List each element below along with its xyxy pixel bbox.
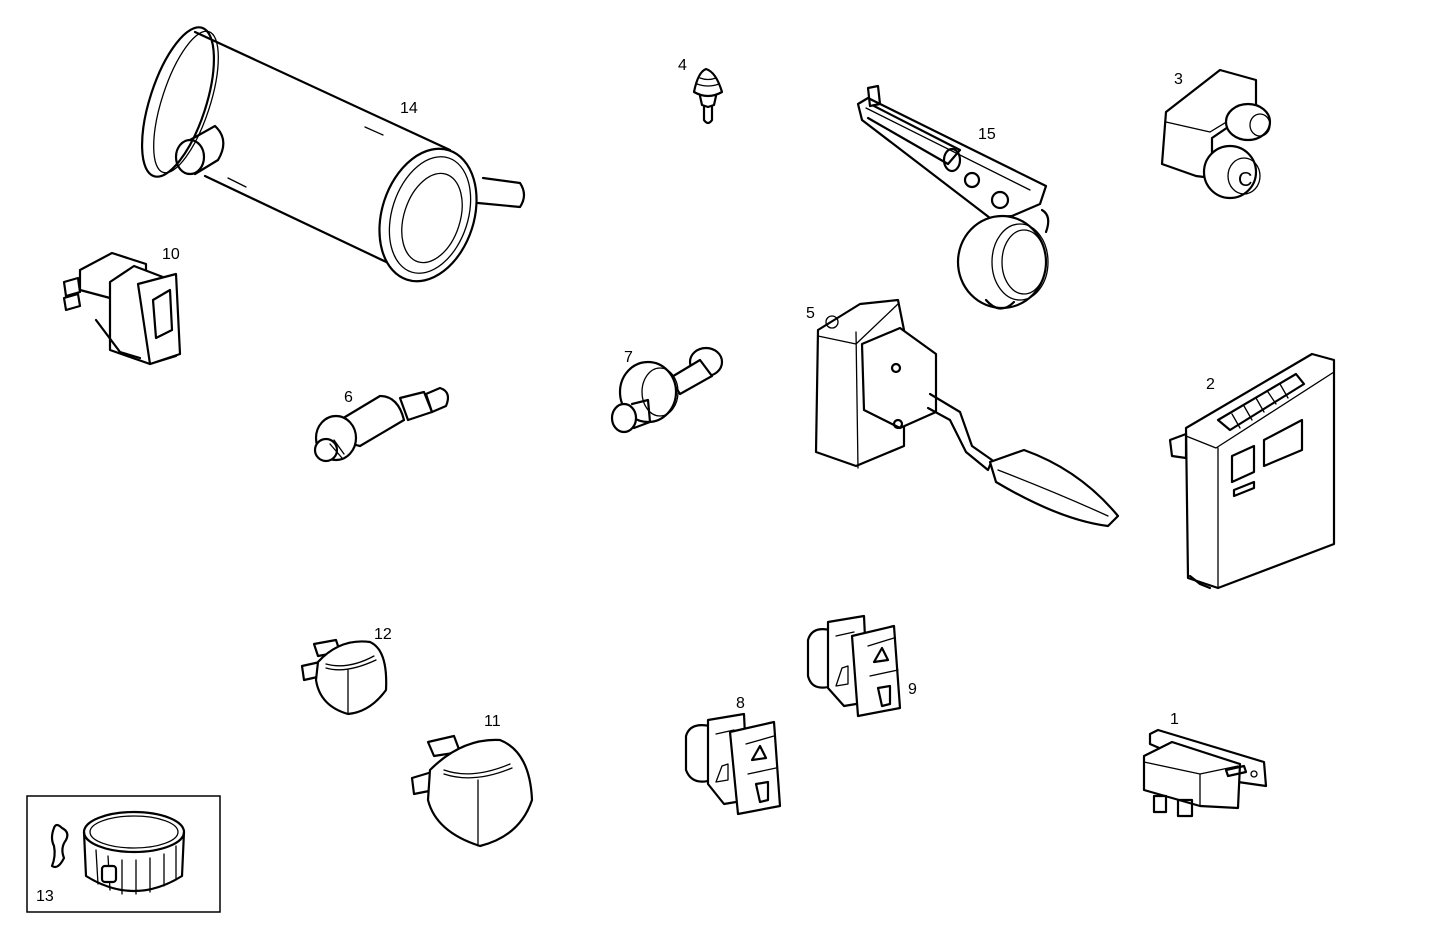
callout-3: 3 <box>1174 71 1183 88</box>
callout-2: 2 <box>1206 376 1215 393</box>
part-1-bracket-relay[interactable] <box>1142 728 1268 818</box>
callout-5: 5 <box>806 305 815 322</box>
callout-12: 12 <box>374 626 392 643</box>
part-8-switch-pair[interactable] <box>684 712 782 816</box>
part-13-knob-clip-inset[interactable] <box>26 795 221 913</box>
callout-8: 8 <box>736 695 745 712</box>
part-6-pressure-switch[interactable] <box>313 386 450 463</box>
part-14-muffler[interactable] <box>127 19 526 294</box>
svg-text:C: C <box>1238 169 1252 191</box>
part-5-accelerator-pedal[interactable] <box>814 298 1120 528</box>
part-2-ecu[interactable] <box>1168 352 1336 590</box>
part-7-threaded-switch[interactable] <box>610 346 724 434</box>
callout-6: 6 <box>344 389 353 406</box>
part-11-large-relay[interactable] <box>410 734 534 848</box>
part-3-sensor[interactable]: C <box>1160 68 1272 200</box>
part-4-fitting[interactable] <box>692 67 724 125</box>
part-9-switch-pair[interactable] <box>806 614 902 718</box>
callout-10: 10 <box>162 246 180 263</box>
callout-9: 9 <box>908 681 917 698</box>
part-12-small-relay[interactable] <box>300 638 388 716</box>
callout-4: 4 <box>678 57 687 74</box>
callout-1: 1 <box>1170 711 1179 728</box>
callout-15: 15 <box>978 126 996 143</box>
callout-7: 7 <box>624 349 633 366</box>
callout-13: 13 <box>36 888 54 905</box>
callout-14: 14 <box>400 100 418 117</box>
part-10-rocker-switch[interactable] <box>62 251 182 366</box>
callout-11: 11 <box>484 713 501 730</box>
part-15-exhaust-brake[interactable] <box>856 84 1050 310</box>
